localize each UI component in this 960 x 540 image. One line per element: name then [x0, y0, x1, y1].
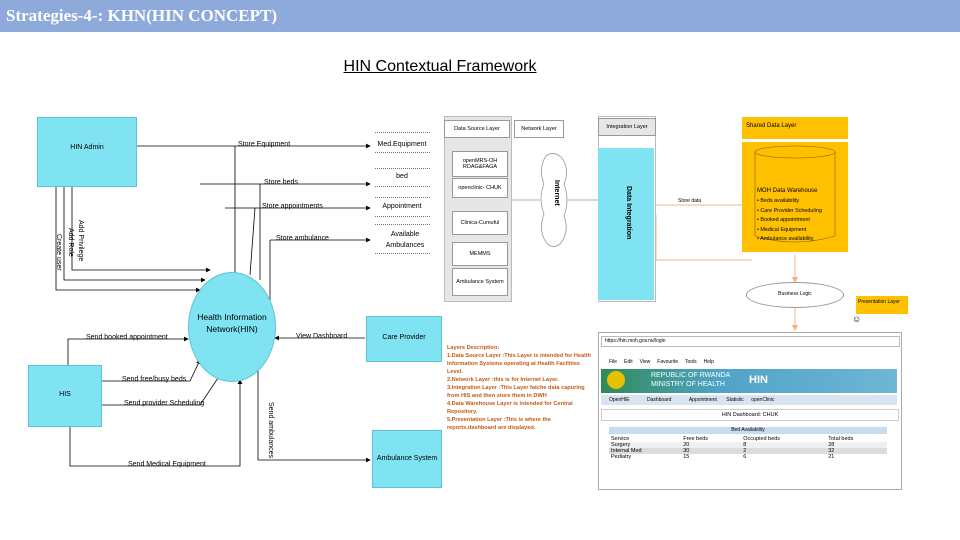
warehouse-title: MOH Data Warehouse — [757, 188, 818, 194]
site-banner: REPUBLIC OF RWANDA MINISTRY OF HEALTH HI… — [601, 369, 897, 393]
his-label: HIS — [59, 391, 71, 398]
create-user-label: Create user — [55, 234, 62, 271]
source-clinica: Clinica-Cumuful — [452, 211, 508, 235]
entity-appointment: Appointment — [382, 203, 422, 210]
source-memms: MEMMS — [452, 242, 508, 266]
source-openclinic: openclinic- CHUK — [452, 178, 508, 198]
layer-line: 4.Data Warehouse Layer is intended for C… — [447, 401, 573, 415]
business-logic-node: Business Logic — [746, 282, 844, 308]
add-role-label: Add Role — [67, 228, 74, 257]
network-layer: Network Layer — [514, 120, 564, 138]
internet-label: Internet — [553, 180, 560, 206]
hin-admin-label: HIN Admin — [70, 144, 104, 151]
menu-tools[interactable]: Tools — [685, 359, 697, 365]
coat-of-arms-icon — [607, 371, 625, 389]
send-free-busy-beds-label: Send free/busy beds — [122, 376, 187, 383]
brand-hin: HIN — [749, 374, 768, 386]
warehouse-item: • Booked appointment — [757, 217, 810, 223]
source-openmrs: openMRS-OH RDAG&FAGA — [452, 151, 508, 177]
view-dashboard-label: View Dashboard — [296, 333, 348, 340]
warehouse-item: • Medical Equipment — [757, 226, 807, 233]
integration-layer: Integration Layer — [598, 118, 656, 136]
send-provider-scheduling-label: Send provider Scheduling — [124, 400, 205, 407]
care-provider-box: Care Provider — [366, 316, 442, 362]
send-ambulances-label: Send ambulances — [267, 402, 274, 459]
store-appointments-label: Store appointments — [262, 203, 323, 210]
store-beds-label: Store beds — [264, 179, 298, 186]
table-title: Bed Availability — [609, 427, 887, 434]
nav-openhie[interactable]: OpenHIE — [609, 397, 630, 403]
entity-available-ambulances: Available Ambulances — [385, 231, 425, 249]
hin-admin-box: HIN Admin — [37, 117, 137, 187]
table-row: Internal Med 30 2 32 — [609, 448, 887, 454]
store-data-label: Store data — [678, 198, 702, 204]
presentation-layer: Presentation Layer — [856, 296, 908, 314]
col-free-beds: Free beds — [683, 436, 708, 442]
url-bar[interactable]: https://hin.moh.gov.rw/login — [601, 336, 900, 347]
table-header-row: Service Free beds Occupied beds Total be… — [609, 436, 887, 442]
table-row: Pediatry 15 6 21 — [611, 454, 835, 460]
site-nav: OpenHIE Dashboard Appointment Statistic … — [601, 395, 897, 405]
user-icon: ☺ — [852, 314, 862, 324]
warehouse-items: • Beds availability • Care Provider Sche… — [757, 197, 842, 245]
table-row: Surgery 20 8 28 — [609, 442, 887, 448]
browser-window: https://hin.moh.gov.rw/login File Edit V… — [598, 332, 902, 490]
shared-data-layer: Shared Data Layer — [742, 117, 848, 139]
menu-file[interactable]: File — [609, 359, 618, 365]
col-total-beds: Total beds — [828, 436, 854, 442]
bed-availability-table: Service Free beds Occupied beds Total be… — [609, 436, 887, 460]
care-provider-label: Care Provider — [382, 334, 426, 341]
ambulance-system-box: Ambulance System — [372, 430, 442, 488]
data-integration-box — [598, 148, 654, 300]
layers-heading: Layers Description: — [447, 345, 500, 351]
banner-line1: REPUBLIC OF RWANDA — [651, 372, 731, 379]
title-banner: Strategies-4-: KHN(HIN CONCEPT) — [0, 0, 960, 32]
source-ambulance-system: Ambulance System — [452, 268, 508, 296]
store-equipment-label: Store Equipment — [238, 141, 291, 148]
layer-line: 2.Network Layer :this is for Internet La… — [447, 377, 559, 383]
slide-title: Strategies-4-: KHN(HIN CONCEPT) — [6, 6, 278, 25]
hin-network-node: Health Information Network(HIN) — [188, 272, 276, 382]
warehouse-panel — [742, 142, 848, 252]
internet-cloud — [540, 153, 568, 247]
entity-bed: bed — [396, 173, 408, 180]
send-booked-appointment-label: Send booked appointment — [86, 334, 168, 341]
col-occupied-beds: Occupied beds — [743, 436, 780, 442]
col-service: Service — [611, 436, 630, 442]
menu-favourite[interactable]: Favourite — [657, 359, 679, 365]
menu-view[interactable]: View — [639, 359, 651, 365]
dashboard-title: HIN Dashboard: CHUK — [601, 409, 899, 421]
warehouse-item: • Care Provider Scheduling — [757, 207, 822, 214]
layers-description-panel — [444, 334, 594, 484]
warehouse-item: • Ambulance availability — [757, 236, 814, 242]
store-ambulance-label: Store ambulance — [276, 235, 329, 242]
ambulance-system-label: Ambulance System — [376, 455, 438, 462]
nav-statistic[interactable]: Statistic — [726, 397, 744, 403]
layers-description: Layers Description: 1.Data Source Layer … — [447, 344, 593, 432]
layer-line: 5.Presentation Layer :This is where the … — [447, 417, 551, 431]
nav-appointment[interactable]: Appointment — [688, 397, 717, 403]
send-medical-equipment-label: Send Medical Equipment — [128, 461, 206, 468]
browser-menu: File Edit View Favourite Tools Help — [609, 359, 809, 365]
warehouse-item: • Beds availability — [757, 198, 800, 204]
database-icon — [754, 145, 836, 243]
hin-network-label: Health Information Network(HIN) — [197, 312, 267, 334]
add-privilege-label: Add Privilege — [77, 220, 84, 262]
data-integration-label: Data Integration — [625, 186, 632, 240]
layer-line: 3.Integration Layer :This Layer fatche d… — [447, 385, 585, 399]
his-box: HIS — [28, 365, 102, 427]
layer-line: 1.Data Source Layer :This Layer is inten… — [447, 353, 591, 375]
menu-help[interactable]: Help — [703, 359, 714, 365]
page-title: HIN Contextual Framework — [343, 58, 537, 75]
data-source-layer: Data Source Layer — [444, 120, 510, 138]
entity-med-equipment: Med.Equipment — [377, 141, 427, 148]
menu-edit[interactable]: Edit — [624, 359, 633, 365]
banner-line2: MINISTRY OF HEALTH — [651, 381, 725, 388]
nav-openclinic[interactable]: openClinic — [751, 397, 775, 403]
nav-dashboard[interactable]: Dashboard — [646, 397, 672, 403]
